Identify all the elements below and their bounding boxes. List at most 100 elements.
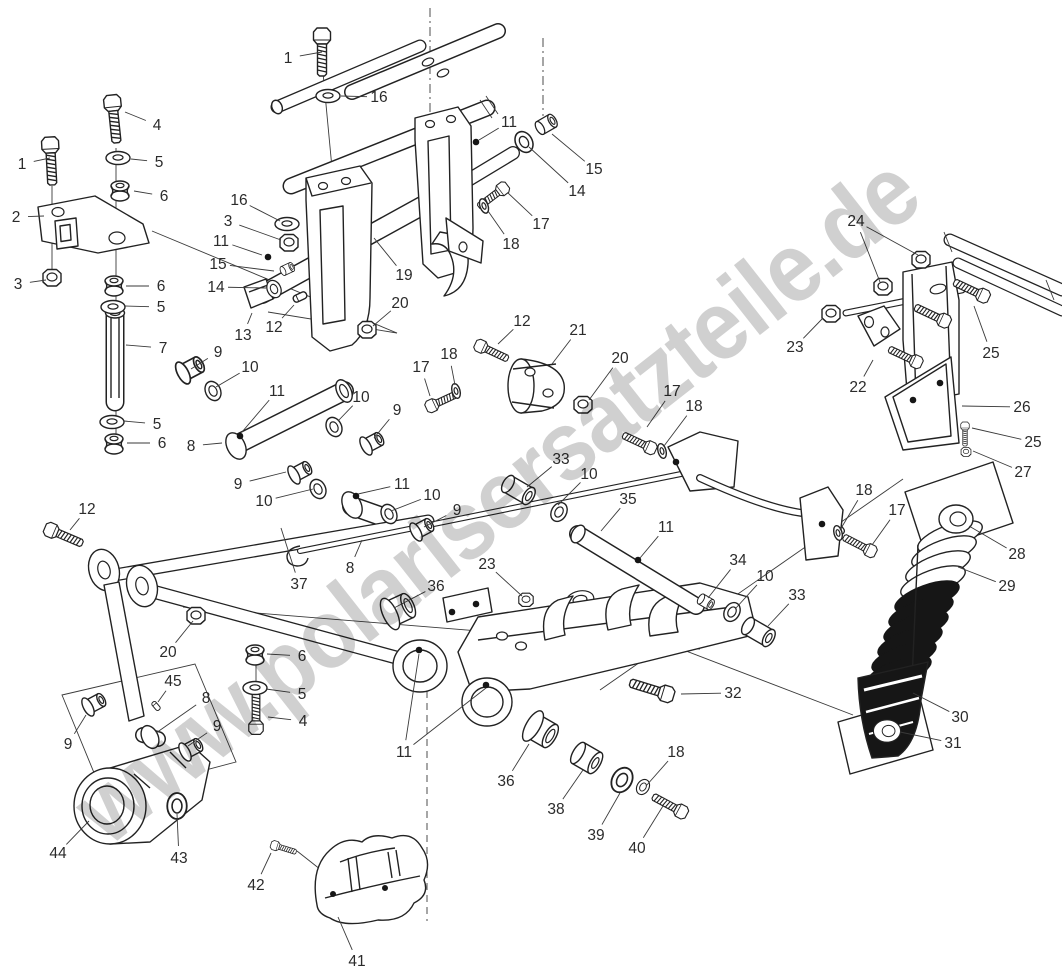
part-number-label: 11 [213, 233, 229, 250]
part-number-label: 45 [164, 673, 181, 690]
part-number-label: 6 [298, 648, 307, 665]
leader-line [176, 813, 179, 847]
part-number-label: 44 [49, 845, 67, 862]
part-number-label: 23 [786, 339, 803, 356]
ring-glyph [201, 378, 225, 404]
part-number-label: 22 [849, 379, 866, 396]
dot-glyph [264, 253, 272, 261]
bush9-glyph [356, 427, 388, 458]
part-number-label: 41 [348, 953, 365, 970]
part-number-label: 14 [207, 279, 225, 296]
leader-line [557, 482, 581, 506]
spacer-glyph [104, 433, 124, 455]
dot-glyph [672, 458, 680, 466]
bolt-glyph [649, 789, 691, 822]
leader-line [863, 359, 874, 377]
part-number-label: 3 [224, 213, 233, 230]
part-number-label: 18 [667, 744, 684, 761]
part-number-label: 9 [64, 736, 73, 753]
leader-line [232, 244, 263, 256]
frame-rail-right [943, 231, 1062, 317]
part-number-label: 31 [944, 735, 961, 752]
leader-line [551, 339, 572, 365]
part-number-label: 3 [14, 276, 23, 293]
leader-line [66, 820, 90, 845]
leader-line [239, 224, 282, 241]
bolt-glyph [840, 530, 880, 560]
leader-line [340, 95, 368, 98]
part-number-label: 5 [157, 299, 166, 316]
leader-line [601, 792, 621, 825]
part-number-label: 38 [547, 801, 564, 818]
part-number-label: 43 [170, 850, 187, 867]
leader-line [29, 279, 47, 283]
pivot-block-21 [507, 358, 566, 414]
leader-line [299, 51, 323, 57]
leader-line [866, 226, 919, 256]
leader-line [373, 418, 390, 439]
leader-line [968, 525, 1007, 549]
dot-glyph [472, 138, 480, 146]
part-number-label: 9 [453, 502, 462, 519]
part-number-label: 11 [396, 744, 412, 761]
part-number-label: 33 [552, 451, 569, 468]
leader-line [157, 690, 167, 703]
bush38-glyph [566, 739, 607, 777]
leader-line [528, 146, 569, 184]
diagram-line-art [37, 8, 1062, 925]
part-number-label: 28 [1008, 546, 1025, 563]
nut-glyph [186, 606, 206, 625]
dot-glyph [236, 432, 244, 440]
bolt-glyph [960, 421, 970, 447]
part-number-label: 12 [265, 319, 282, 336]
mud-guard-41 [296, 834, 429, 925]
part-number-label: 4 [153, 117, 162, 134]
leader-line [393, 591, 426, 609]
leader-line [280, 527, 296, 573]
leader-line [190, 358, 209, 370]
part-number-label: 10 [423, 487, 441, 504]
part-number-label: 29 [998, 578, 1015, 595]
wflat-glyph [99, 414, 125, 430]
dot-glyph [448, 608, 456, 616]
pin-glyph [291, 290, 309, 304]
leader-line [839, 500, 859, 531]
shock-absorber [837, 461, 1014, 775]
nut-glyph [873, 277, 893, 296]
part-number-label: 18 [685, 398, 702, 415]
part-number-label: 6 [158, 435, 167, 452]
dot-glyph [415, 646, 423, 654]
leader-line [972, 450, 1013, 468]
leader-line [229, 265, 275, 272]
dot-glyph [909, 396, 917, 404]
part-number-label: 24 [847, 213, 865, 230]
part-number-label: 17 [663, 383, 680, 400]
dot-glyph [482, 681, 490, 689]
part-number-label: 10 [756, 568, 774, 585]
leader-line [130, 158, 148, 162]
part-number-label: 18 [502, 236, 519, 253]
leader-line [511, 743, 530, 772]
rod-35 [569, 524, 705, 615]
part-number-label: 36 [427, 578, 444, 595]
leader-line [680, 692, 722, 695]
part-number-label: 5 [155, 154, 164, 171]
ring-glyph [633, 776, 653, 798]
leader-line [265, 688, 291, 693]
wsm-glyph [655, 442, 669, 460]
wflat-glyph [274, 216, 300, 232]
leader-line [487, 210, 505, 235]
leader-line [373, 237, 397, 266]
spacer-glyph [110, 180, 130, 202]
bolt-glyph [40, 135, 62, 187]
ring-glyph [306, 476, 330, 502]
leader-line [973, 305, 988, 342]
part-number-label: 4 [299, 713, 308, 730]
leader-line [600, 507, 621, 532]
part-number-label: 33 [788, 587, 805, 604]
eyelet-glyph [872, 719, 902, 743]
leader-line [337, 916, 353, 951]
leader-line [372, 310, 392, 327]
leader-line [642, 805, 664, 839]
